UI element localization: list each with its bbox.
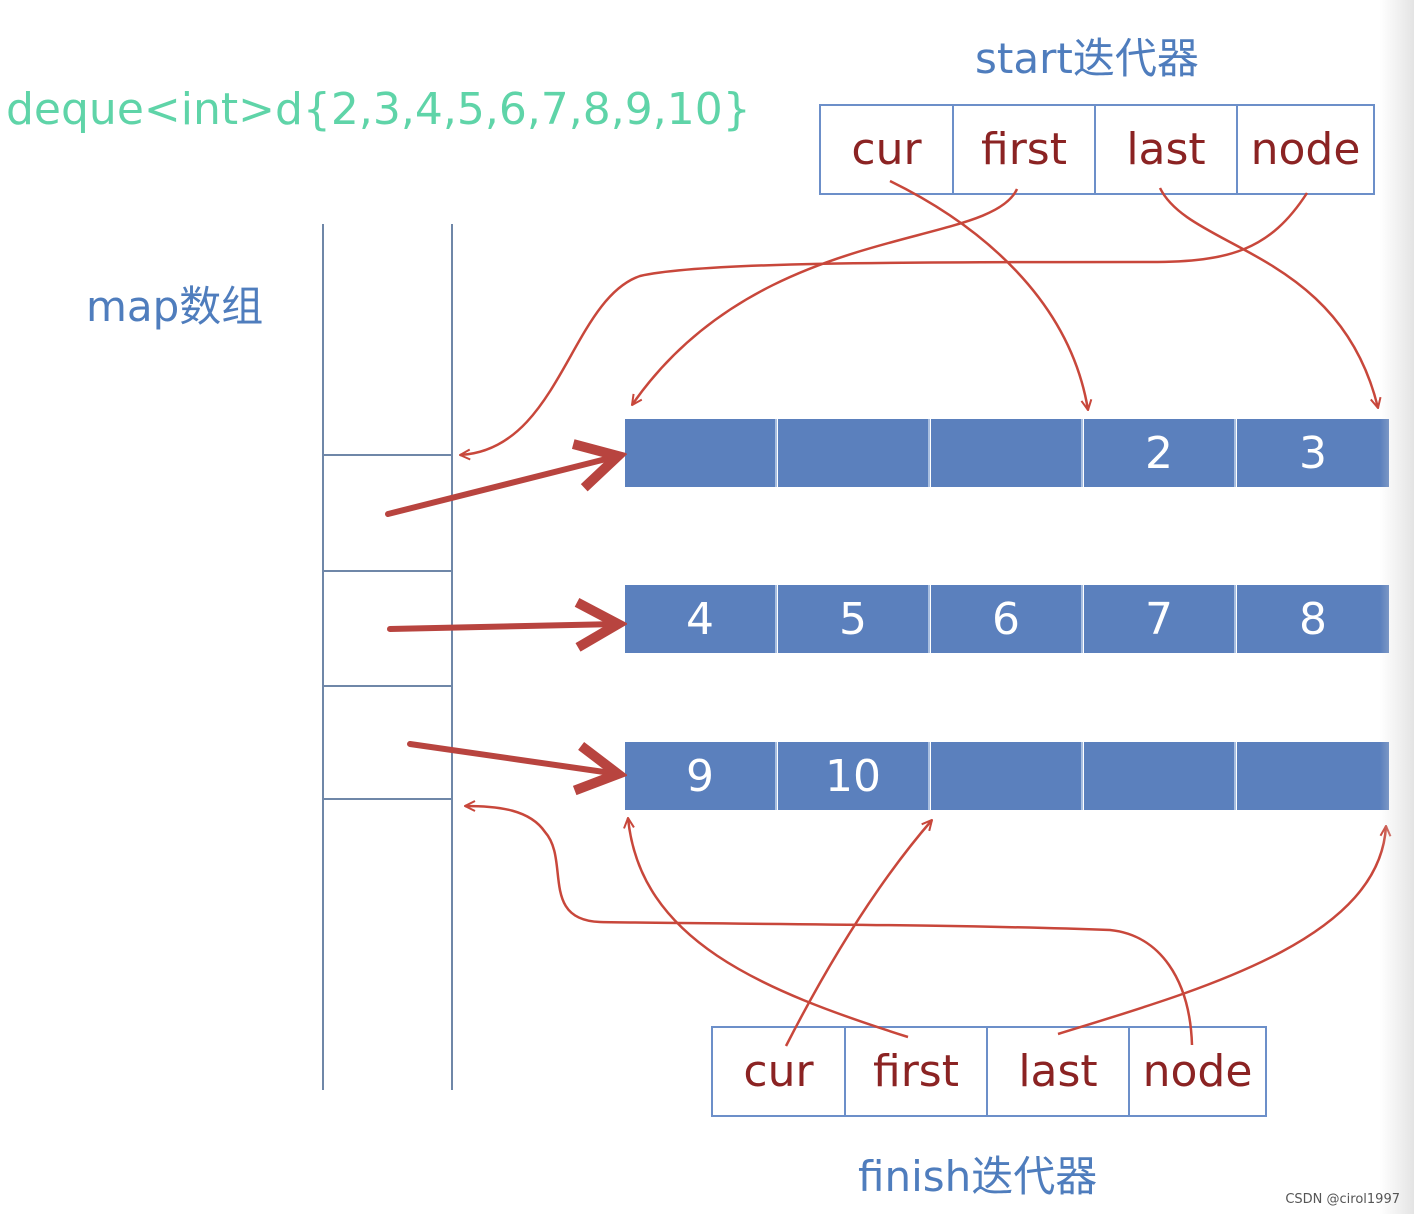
finish-first-field: first bbox=[846, 1028, 988, 1115]
buffer-cell bbox=[931, 742, 1083, 810]
map-slot-arrow bbox=[407, 741, 618, 774]
map-slot-arrow bbox=[387, 624, 618, 629]
start-first-arrow bbox=[632, 188, 1019, 405]
buffer-cell bbox=[1237, 742, 1389, 810]
buffer-cell: 4 bbox=[625, 585, 777, 653]
buffer-block-2: 4 5 6 7 8 bbox=[625, 585, 1389, 653]
finish-iterator-title: finish迭代器 bbox=[858, 1152, 1098, 1201]
buffer-cell: 9 bbox=[625, 742, 777, 810]
map-slot-divider bbox=[323, 454, 453, 456]
start-node-arrow bbox=[460, 192, 1309, 455]
buffer-cell bbox=[931, 419, 1083, 487]
finish-cur-field: cur bbox=[713, 1028, 846, 1115]
finish-node-field: node bbox=[1142, 1046, 1253, 1097]
start-first-field: first bbox=[954, 106, 1096, 193]
buffer-cell: 7 bbox=[1084, 585, 1236, 653]
buffer-cell: 8 bbox=[1237, 585, 1389, 653]
start-cur-field: cur bbox=[821, 106, 954, 193]
buffer-block-3: 9 10 bbox=[625, 742, 1389, 810]
map-array-right-rail bbox=[451, 224, 453, 1090]
start-iterator-title: start迭代器 bbox=[975, 34, 1199, 83]
finish-first-arrow bbox=[628, 818, 909, 1039]
finish-node-arrow bbox=[465, 806, 1194, 1046]
buffer-cell: 3 bbox=[1237, 419, 1389, 487]
buffer-cell bbox=[778, 419, 930, 487]
start-last-arrow bbox=[1158, 187, 1378, 408]
map-slot-divider bbox=[323, 570, 453, 572]
buffer-cell: 2 bbox=[1084, 419, 1236, 487]
buffer-cell: 10 bbox=[778, 742, 930, 810]
buffer-cell: 6 bbox=[931, 585, 1083, 653]
start-cur-arrow bbox=[889, 179, 1088, 410]
watermark: CSDN @cirol1997 bbox=[1285, 1192, 1400, 1207]
finish-last-arrow bbox=[1057, 826, 1386, 1036]
finish-iterator-box: cur first last node bbox=[711, 1026, 1267, 1117]
buffer-block-1: 2 3 bbox=[625, 419, 1389, 487]
buffer-cell bbox=[625, 419, 777, 487]
finish-cur-arrow bbox=[784, 820, 932, 1047]
map-slot-arrow bbox=[385, 456, 618, 517]
map-slot-divider bbox=[323, 798, 453, 800]
map-slot-divider bbox=[323, 685, 453, 687]
map-array-left-rail bbox=[322, 224, 324, 1090]
page-edge-shadow bbox=[1380, 0, 1414, 1214]
finish-last-field: last bbox=[988, 1028, 1130, 1115]
start-node-field: node bbox=[1250, 124, 1361, 175]
buffer-cell bbox=[1084, 742, 1236, 810]
deque-declaration: deque<int>d{2,3,4,5,6,7,8,9,10} bbox=[6, 84, 751, 135]
buffer-cell: 5 bbox=[778, 585, 930, 653]
map-array-label: map数组 bbox=[86, 282, 264, 331]
start-iterator-box: cur first last node bbox=[819, 104, 1375, 195]
start-last-field: last bbox=[1096, 106, 1238, 193]
